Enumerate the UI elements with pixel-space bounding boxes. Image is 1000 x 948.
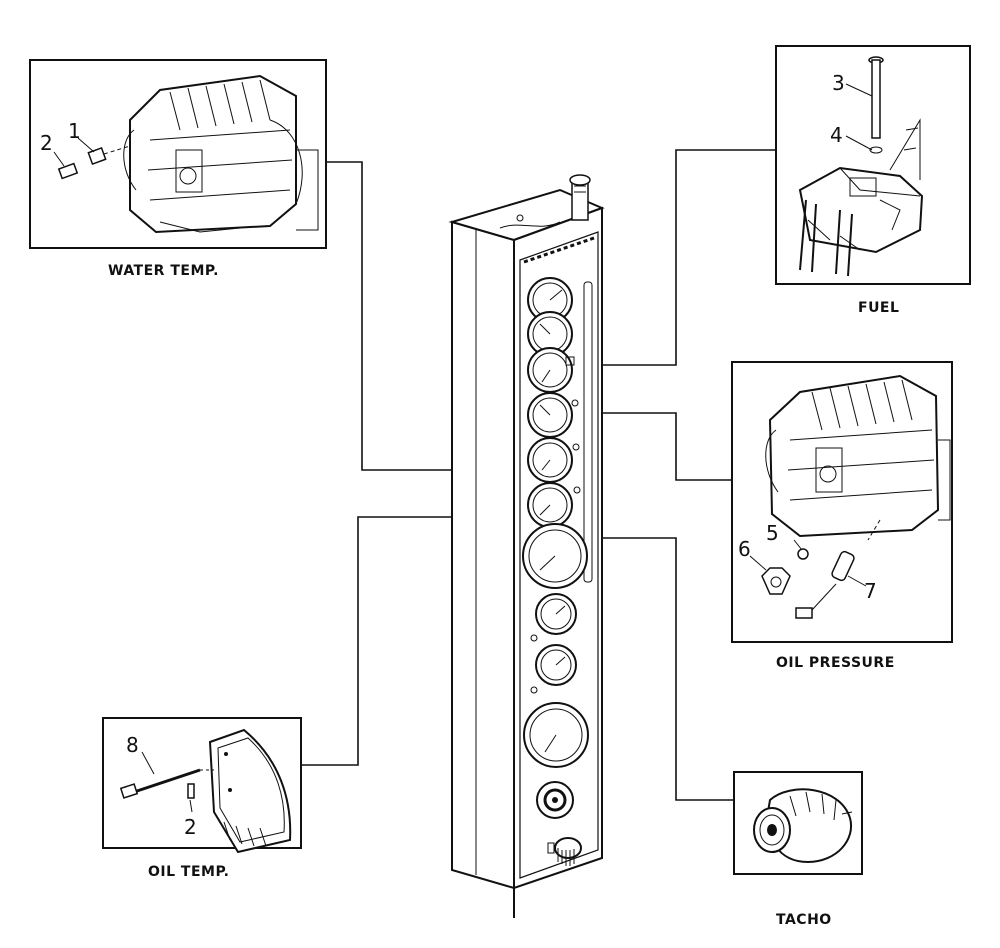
gauge-1 xyxy=(527,277,573,323)
callout-line-2-oil xyxy=(189,799,193,813)
callout-line-1 xyxy=(77,137,95,153)
panel-oil-pressure: 5 6 7 OIL PRESSURE xyxy=(731,361,953,671)
washer-part-2-oil-temp xyxy=(187,783,195,799)
panel-oil-temp: 8 2 OIL TEMP. xyxy=(102,717,302,880)
callout-3-fuel: 3 xyxy=(832,71,845,95)
callout-line-7 xyxy=(847,575,867,587)
washer-part-5 xyxy=(797,548,809,560)
callout-7-oil-pressure: 7 xyxy=(864,579,877,603)
callout-line-4 xyxy=(845,135,873,151)
leader-oil-temp xyxy=(300,516,520,766)
callout-line-6 xyxy=(749,555,767,571)
top-knob xyxy=(569,174,591,221)
panel-tacho: TACHO xyxy=(733,771,863,928)
caption-water-temp: WATER TEMP. xyxy=(108,263,219,279)
caption-oil-temp: OIL TEMP. xyxy=(148,864,229,880)
leader-water-temp xyxy=(325,161,520,471)
caption-fuel: FUEL xyxy=(858,300,899,316)
callout-line-8 xyxy=(141,751,155,775)
washer-part-2 xyxy=(57,162,79,180)
callout-1-water: 1 xyxy=(68,119,81,143)
engine-drawing-oil-pressure xyxy=(765,374,951,541)
instrument-panel xyxy=(448,174,605,918)
panel-water-temp: 2 1 WATER TEMP. xyxy=(29,59,327,279)
selector-dial xyxy=(536,781,574,819)
callout-line-5 xyxy=(793,539,803,551)
connector-lines xyxy=(300,149,776,801)
bottom-knob xyxy=(547,837,582,866)
fuel-sender-rod xyxy=(868,56,884,154)
callout-line-3 xyxy=(845,83,873,97)
engine-drawing-water-temp xyxy=(123,74,319,234)
panel-fuel: 3 4 FUEL xyxy=(775,45,971,316)
leader-fuel xyxy=(572,149,776,366)
leader-tacho xyxy=(592,537,734,801)
adapter-part-6 xyxy=(761,567,791,595)
callout-5-oil-pressure: 5 xyxy=(766,521,779,545)
gauge-large-bottom xyxy=(523,702,589,768)
callout-line-2 xyxy=(53,151,65,167)
fuel-tank-drawing xyxy=(798,118,924,277)
callout-6-oil-pressure: 6 xyxy=(738,537,751,561)
sender-part-8 xyxy=(119,768,214,799)
callout-2-oil-temp: 2 xyxy=(184,815,197,839)
callout-2-water: 2 xyxy=(40,131,53,155)
gauge-pressure-1 xyxy=(530,593,577,642)
leader-oil-pressure xyxy=(572,412,732,481)
callout-8-oil-temp: 8 xyxy=(126,733,139,757)
gauge-tacho xyxy=(522,523,588,589)
caption-oil-pressure: OIL PRESSURE xyxy=(776,655,895,671)
gauge-pressure-2 xyxy=(530,644,577,694)
caption-tacho: TACHO xyxy=(776,912,832,928)
alternator-drawing xyxy=(753,788,853,864)
sender-part-1 xyxy=(87,145,131,165)
sender-part-7 xyxy=(795,550,855,619)
oil-pan-drawing xyxy=(208,728,292,854)
callout-4-fuel: 4 xyxy=(830,123,843,147)
